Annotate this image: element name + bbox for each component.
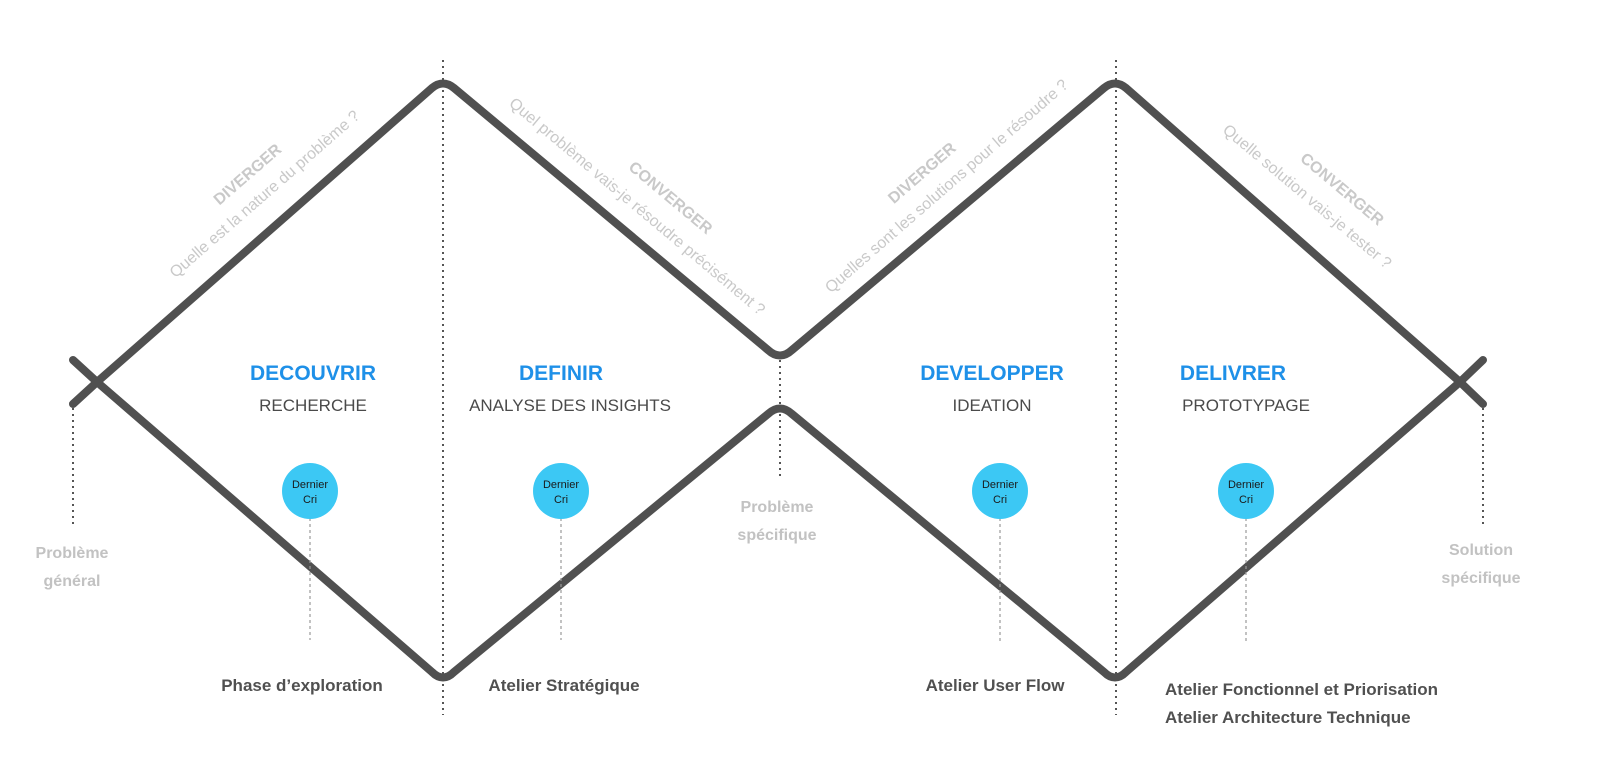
phase-labels: DECOUVRIR RECHERCHE DEFINIR ANALYSE DES … [250, 362, 1310, 415]
phase-subtitle-4: PROTOTYPAGE [1182, 396, 1310, 415]
atelier-4-line1: Atelier Fonctionnel et Priorisation [1165, 680, 1438, 699]
marker-circle [972, 463, 1028, 519]
end-label-line2: spécifique [1441, 570, 1520, 587]
marker-circle [533, 463, 589, 519]
marker-4: Dernier Cri [1218, 463, 1274, 643]
marker-1: Dernier Cri [282, 463, 338, 640]
atelier-2: Atelier Stratégique [488, 676, 639, 695]
marker-line1: Dernier [1228, 479, 1264, 491]
diamond-1-outline [69, 79, 1487, 386]
question-group-3: DIVERGER Quelles sont les solutions pour… [822, 77, 1072, 297]
atelier-1: Phase d’exploration [221, 676, 383, 695]
marker-circle [282, 463, 338, 519]
marker-line2: Cri [993, 494, 1007, 506]
marker-line2: Cri [303, 494, 317, 506]
end-label-line1: Solution [1449, 542, 1513, 559]
marker-line1: Dernier [982, 479, 1018, 491]
atelier-4-line2: Atelier Architecture Technique [1165, 708, 1411, 727]
marker-2: Dernier Cri [533, 463, 589, 640]
question-group-4: CONVERGER Quelle solution vais-je tester… [1219, 122, 1394, 273]
phase-subtitle-2: ANALYSE DES INSIGHTS [469, 396, 671, 415]
marker-line1: Dernier [292, 479, 328, 491]
endpoint-labels: Problème général Problème spécifique Sol… [36, 499, 1521, 590]
middle-label-line2: spécifique [737, 527, 816, 544]
marker-circle [1218, 463, 1274, 519]
diamond-shapes [69, 79, 1487, 682]
question-text: Quelles sont les solutions pour le résou… [822, 77, 1072, 297]
atelier-3: Atelier User Flow [926, 676, 1066, 695]
question-text: Quel problème vais-je résoudre préciséme… [506, 95, 768, 319]
question-group-1: DIVERGER Quelle est la nature du problèm… [167, 108, 363, 282]
marker-line2: Cri [1239, 494, 1253, 506]
phase-title-2: DEFINIR [519, 362, 603, 385]
marker-3: Dernier Cri [972, 463, 1028, 643]
phase-title-3: DEVELOPPER [920, 362, 1064, 385]
phase-title-4: DELIVRER [1180, 362, 1286, 385]
question-text: Quelle est la nature du problème ? [167, 108, 363, 282]
marker-line2: Cri [554, 494, 568, 506]
start-label-line2: général [44, 573, 101, 590]
diamond-2-outline [69, 378, 1487, 682]
middle-label-line1: Problème [741, 499, 814, 516]
phase-separators [72, 60, 1484, 715]
question-group-2: CONVERGER Quel problème vais-je résoudre… [506, 95, 768, 319]
marker-line1: Dernier [543, 479, 579, 491]
phase-subtitle-3: IDEATION [952, 396, 1031, 415]
markers: Dernier Cri Dernier Cri Dernier Cri Dern… [282, 463, 1274, 643]
question-labels: DIVERGER Quelle est la nature du problèm… [167, 77, 1395, 319]
atelier-labels: Phase d’exploration Atelier Stratégique … [221, 676, 1438, 727]
phase-title-1: DECOUVRIR [250, 362, 376, 385]
start-label-line1: Problème [36, 545, 109, 562]
phase-subtitle-1: RECHERCHE [259, 396, 367, 415]
